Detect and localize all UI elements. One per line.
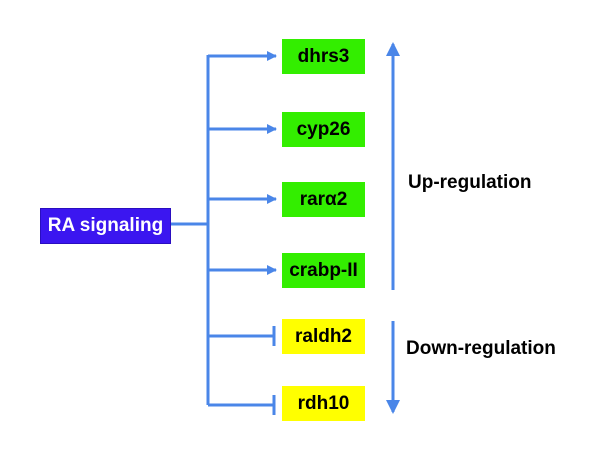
target-node-crabp-ii: crabp-II — [282, 253, 365, 288]
target-node-rdh10: rdh10 — [282, 386, 365, 421]
target-node-dhrs3: dhrs3 — [282, 39, 365, 74]
up-regulation-label: Up-regulation — [408, 172, 532, 193]
target-node-rara2: rarα2 — [282, 182, 365, 217]
target-node-cyp26: cyp26 — [282, 112, 365, 147]
source-node-ra-signaling: RA signaling — [40, 208, 171, 244]
down-regulation-label: Down-regulation — [406, 338, 556, 359]
target-node-raldh2: raldh2 — [282, 319, 365, 354]
